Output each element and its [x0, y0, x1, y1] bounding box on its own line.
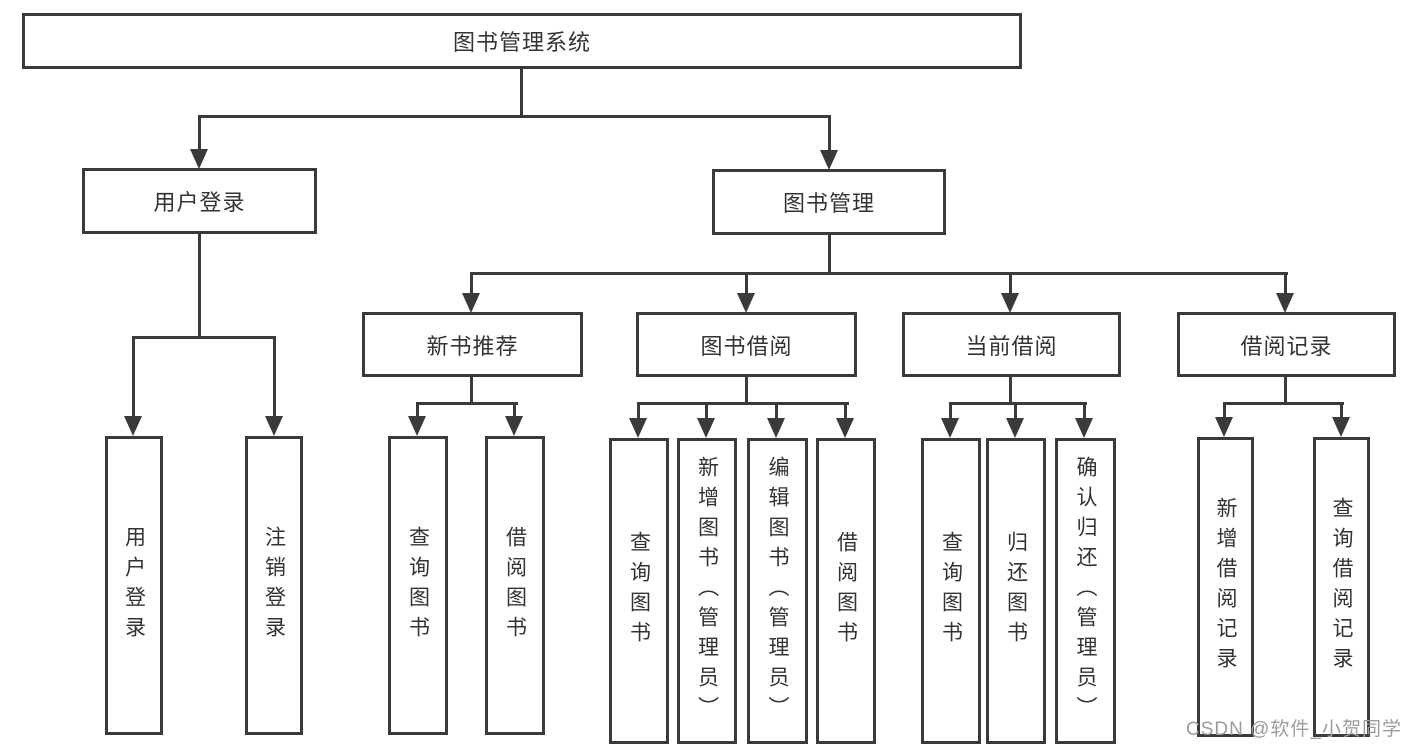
connector-line: [470, 272, 473, 294]
arrow-head-icon: [190, 149, 208, 169]
leaf-query-book: 查询图书: [921, 438, 981, 744]
arrow-head-icon: [1215, 417, 1233, 437]
connector-line: [637, 402, 640, 419]
connector-line: [198, 115, 201, 150]
leaf-label: 注销登录: [262, 525, 286, 646]
connector-line: [844, 402, 847, 419]
connector-line: [416, 402, 518, 405]
leaf-edit-book-admin: 编辑图书（管理员）: [747, 438, 808, 744]
watermark: CSDN @软件_小贺同学: [1186, 719, 1402, 740]
arrow-head-icon: [629, 418, 647, 438]
leaf-label: 查询图书: [939, 531, 963, 651]
arrow-head-icon: [1075, 418, 1093, 438]
connector-line: [416, 402, 419, 417]
leaf-label: 编辑图书（管理员）: [766, 456, 789, 726]
arrow-head-icon: [505, 416, 523, 436]
arrow-head-icon: [697, 418, 715, 438]
node-new-book-recommend: 新书推荐: [362, 312, 583, 377]
leaf-label: 确认归还（管理员）: [1074, 456, 1097, 726]
arrow-head-icon: [462, 293, 480, 313]
arrow-head-icon: [265, 416, 283, 436]
connector-line: [705, 402, 708, 419]
arrow-head-icon: [124, 416, 142, 436]
connector-line: [637, 402, 849, 405]
arrow-head-icon: [408, 416, 426, 436]
arrow-head-icon: [1006, 418, 1024, 438]
leaf-label: 归还图书: [1004, 531, 1028, 651]
leaf-borrow-book: 借阅图书: [485, 436, 545, 735]
connector-line: [828, 115, 831, 151]
arrow-head-icon: [737, 293, 755, 313]
leaf-label: 新增借阅记录: [1214, 497, 1237, 677]
connector-line: [520, 68, 523, 118]
node-root: 图书管理系统: [22, 13, 1022, 69]
node-root-label: 图书管理系统: [452, 30, 591, 55]
leaf-label: 借阅图书: [834, 531, 858, 651]
connector-line: [470, 272, 1288, 275]
node-book-borrow: 图书借阅: [636, 312, 857, 377]
arrow-head-icon: [820, 150, 838, 170]
connector-line: [1340, 402, 1343, 418]
leaf-label: 查询借阅记录: [1330, 497, 1353, 677]
node-label: 借阅记录: [1240, 333, 1333, 359]
node-book-management: 图书管理: [712, 169, 946, 235]
node-label: 图书借阅: [700, 333, 793, 359]
connector-line: [273, 336, 276, 417]
connector-line: [1284, 377, 1287, 405]
leaf-label: 借阅图书: [503, 525, 527, 646]
leaf-borrow-book: 借阅图书: [816, 438, 876, 744]
connector-line: [132, 336, 135, 417]
connector-line: [1014, 402, 1017, 419]
node-label: 图书管理: [782, 191, 875, 216]
leaf-label: 查询图书: [627, 531, 651, 651]
node-borrow-record: 借阅记录: [1177, 312, 1396, 377]
leaf-query-borrow-record: 查询借阅记录: [1313, 437, 1370, 737]
connector-line: [745, 377, 748, 405]
connector-line: [132, 336, 276, 339]
connector-line: [470, 377, 473, 405]
node-current-borrow: 当前借阅: [902, 312, 1121, 377]
connector-line: [1284, 272, 1287, 294]
node-user-login: 用户登录: [82, 168, 317, 234]
leaf-label: 新增图书（管理员）: [695, 456, 719, 726]
arrow-head-icon: [941, 418, 959, 438]
leaf-return-book: 归还图书: [986, 438, 1046, 744]
connector-line: [1009, 377, 1012, 405]
leaf-logout: 注销登录: [245, 436, 303, 735]
arrow-head-icon: [836, 418, 854, 438]
connector-line: [1223, 402, 1344, 405]
connector-line: [949, 402, 952, 419]
connector-line: [828, 234, 831, 275]
arrow-head-icon: [1332, 417, 1350, 437]
connector-line: [198, 115, 831, 118]
leaf-label: 用户登录: [122, 525, 146, 646]
connector-line: [745, 272, 748, 294]
leaf-query-book: 查询图书: [609, 438, 669, 744]
arrow-head-icon: [1001, 293, 1019, 313]
connector-line: [1009, 272, 1012, 294]
leaf-add-borrow-record: 新增借阅记录: [1197, 437, 1254, 737]
node-label: 当前借阅: [965, 333, 1058, 359]
leaf-query-book: 查询图书: [388, 436, 448, 735]
node-label: 新书推荐: [426, 333, 519, 359]
node-label: 用户登录: [153, 190, 246, 215]
connector-line: [1223, 402, 1226, 418]
connector-line: [775, 402, 778, 419]
connector-line: [513, 402, 516, 417]
leaf-add-book-admin: 新增图书（管理员）: [677, 438, 737, 744]
arrow-head-icon: [1276, 293, 1294, 313]
connector-line: [1083, 402, 1086, 419]
leaf-confirm-return-admin: 确认归还（管理员）: [1055, 438, 1116, 744]
connector-line: [949, 402, 1087, 405]
arrow-head-icon: [767, 418, 785, 438]
connector-line: [198, 233, 201, 339]
leaf-label: 查询图书: [406, 525, 430, 646]
leaf-user-login: 用户登录: [105, 436, 163, 735]
